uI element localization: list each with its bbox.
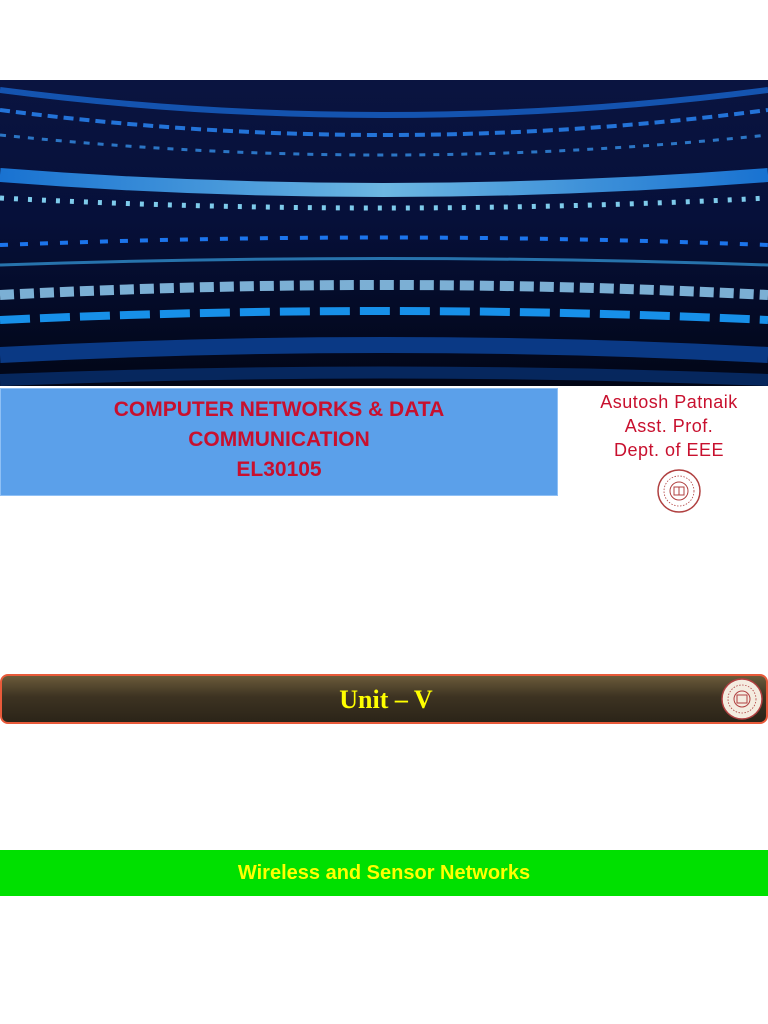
course-title-box: COMPUTER NETWORKS & DATA COMMUNICATION E…: [0, 388, 558, 496]
author-name: Asutosh Patnaik: [600, 392, 738, 412]
course-title-line2: COMMUNICATION: [188, 428, 370, 451]
unit-header-bar: Unit – V: [0, 674, 768, 724]
author-department: Dept. of EEE: [613, 440, 725, 460]
course-code: EL30105: [236, 458, 322, 481]
unit-title: Unit – V: [339, 685, 433, 714]
course-title-line1: COMPUTER NETWORKS & DATA: [113, 398, 445, 421]
university-seal-icon: [721, 678, 763, 720]
author-designation: Asst. Prof.: [624, 416, 714, 436]
university-seal-icon: [657, 469, 701, 513]
author-block: Asutosh Patnaik Asst. Prof. Dept. of EEE: [570, 390, 768, 462]
topic-title: Wireless and Sensor Networks: [0, 850, 768, 896]
tech-banner-image: [0, 80, 768, 386]
